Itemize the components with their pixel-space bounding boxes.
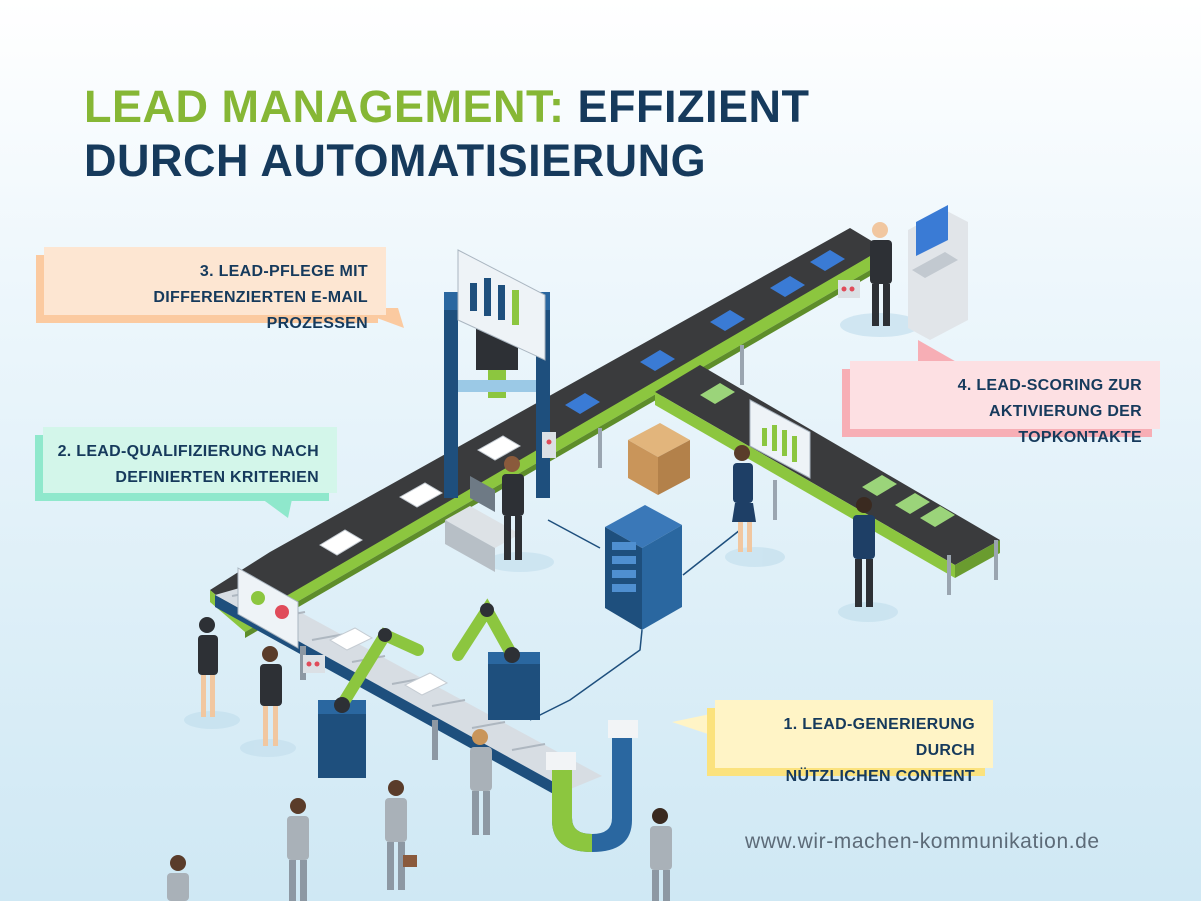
server-cabinet	[605, 505, 682, 630]
control-panels	[303, 280, 860, 673]
person-robot	[470, 729, 492, 835]
email-papers	[565, 250, 845, 414]
cardboard-boxes	[628, 423, 690, 495]
magnet	[546, 720, 638, 852]
robot-arms	[318, 598, 540, 778]
person-scoring	[853, 497, 875, 607]
callout-step-4: 4. LEAD-SCORING ZUR AKTIVIERUNG DER TOPK…	[842, 361, 1160, 446]
step-3-line-2: DIFFERENZIERTEN E-MAIL PROZESSEN	[153, 289, 368, 332]
scored-papers	[700, 383, 955, 527]
chart-board	[749, 399, 811, 479]
step-3-line-1: 3. LEAD-PFLEGE MIT	[199, 263, 368, 280]
terminal-kiosk	[908, 205, 968, 340]
title-highlight: LEAD MANAGEMENT:	[84, 81, 565, 132]
person-chart	[732, 445, 756, 552]
callout-step-1: 1. LEAD-GENERIERUNG DURCH NÜTZLICHEN CON…	[707, 700, 993, 785]
person-left-1	[198, 617, 218, 717]
step-1-line-2: NÜTZLICHEN CONTENT	[785, 768, 975, 785]
check-screen	[237, 567, 299, 649]
press-machine	[444, 249, 550, 498]
page-title: LEAD MANAGEMENT: EFFIZIENT DURCH AUTOMAT…	[84, 80, 809, 188]
people	[167, 222, 892, 901]
person-bottom-4	[167, 855, 189, 901]
laptop-desk	[445, 476, 520, 572]
title-part3: DURCH AUTOMATISIERUNG	[84, 135, 707, 186]
footer-url: www.wir-machen-kommunikation.de	[745, 830, 1100, 853]
person-left-2	[260, 646, 282, 746]
document-papers	[319, 435, 522, 696]
step-2-line-1: 2. LEAD-QUALIFIZIERUNG NACH	[57, 443, 319, 460]
step-4-line-1: 4. LEAD-SCORING ZUR	[957, 377, 1142, 394]
person-bottom-3	[650, 808, 672, 901]
person-laptop	[502, 456, 524, 560]
callout-step-3: 3. LEAD-PFLEGE MIT DIFFERENZIERTEN E-MAI…	[36, 247, 386, 332]
step-2-line-2: DEFINIERTEN KRITERIEN	[115, 469, 319, 486]
person-kiosk	[870, 222, 892, 326]
step-4-line-2: AKTIVIERUNG DER TOPKONTAKTE	[989, 403, 1142, 446]
callout-step-2: 2. LEAD-QUALIFIZIERUNG NACH DEFINIERTEN …	[35, 427, 337, 501]
conveyor-belt-right	[655, 365, 1000, 578]
step-1-line-1: 1. LEAD-GENERIERUNG DURCH	[783, 716, 975, 759]
title-part2: EFFIZIENT	[577, 81, 810, 132]
person-bottom-1	[287, 798, 309, 901]
person-bottom-2	[385, 780, 417, 890]
